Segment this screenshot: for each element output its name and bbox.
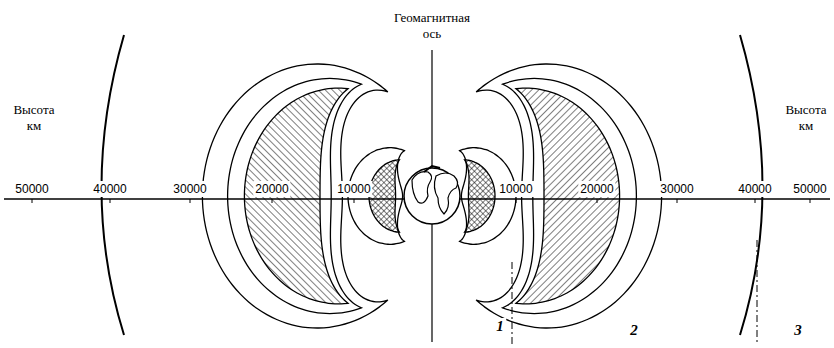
axis-tick: [677, 199, 678, 203]
axis-tick: [597, 199, 598, 203]
belt-side: [460, 64, 662, 328]
tick-label: 10000: [497, 181, 534, 197]
earth: [404, 166, 460, 224]
continent: [424, 166, 440, 172]
tick-label: 50000: [13, 181, 50, 197]
axis-caption: Высота км: [783, 102, 828, 134]
inner-belt: [369, 160, 399, 232]
outer-contour: [202, 64, 387, 328]
axis-tick: [354, 199, 355, 203]
belt-side: [202, 64, 404, 328]
zone-divider: [757, 240, 758, 345]
axis-tick: [272, 199, 273, 203]
axis-tick: [110, 199, 111, 203]
tick-label: 30000: [658, 181, 695, 197]
tick-label: 20000: [578, 181, 615, 197]
tick-label: 10000: [335, 181, 372, 197]
axis-tick: [190, 199, 191, 203]
tick-label: 50000: [791, 181, 828, 197]
axis-caption: Высота км: [11, 102, 56, 134]
outer-belt: [244, 88, 348, 304]
tick-label: 30000: [171, 181, 208, 197]
outer-contour: [476, 64, 661, 328]
zone-number: 2: [628, 322, 640, 338]
axis-tick: [755, 199, 756, 203]
zone-number: 3: [792, 322, 804, 338]
tick-label: 20000: [253, 181, 290, 197]
earth-globe: [404, 168, 460, 224]
continent: [412, 172, 432, 203]
tick-label: 40000: [736, 181, 773, 197]
continent: [434, 173, 457, 214]
zone-divider: [512, 262, 513, 345]
zone-number: 1: [494, 318, 506, 334]
inner-belt: [465, 160, 495, 232]
tick-label: 40000: [91, 181, 128, 197]
axis-title: Геомагнитная ось: [392, 10, 472, 42]
axis-tick: [32, 199, 33, 203]
axis-tick: [516, 199, 517, 203]
axis-tick: [810, 199, 811, 203]
